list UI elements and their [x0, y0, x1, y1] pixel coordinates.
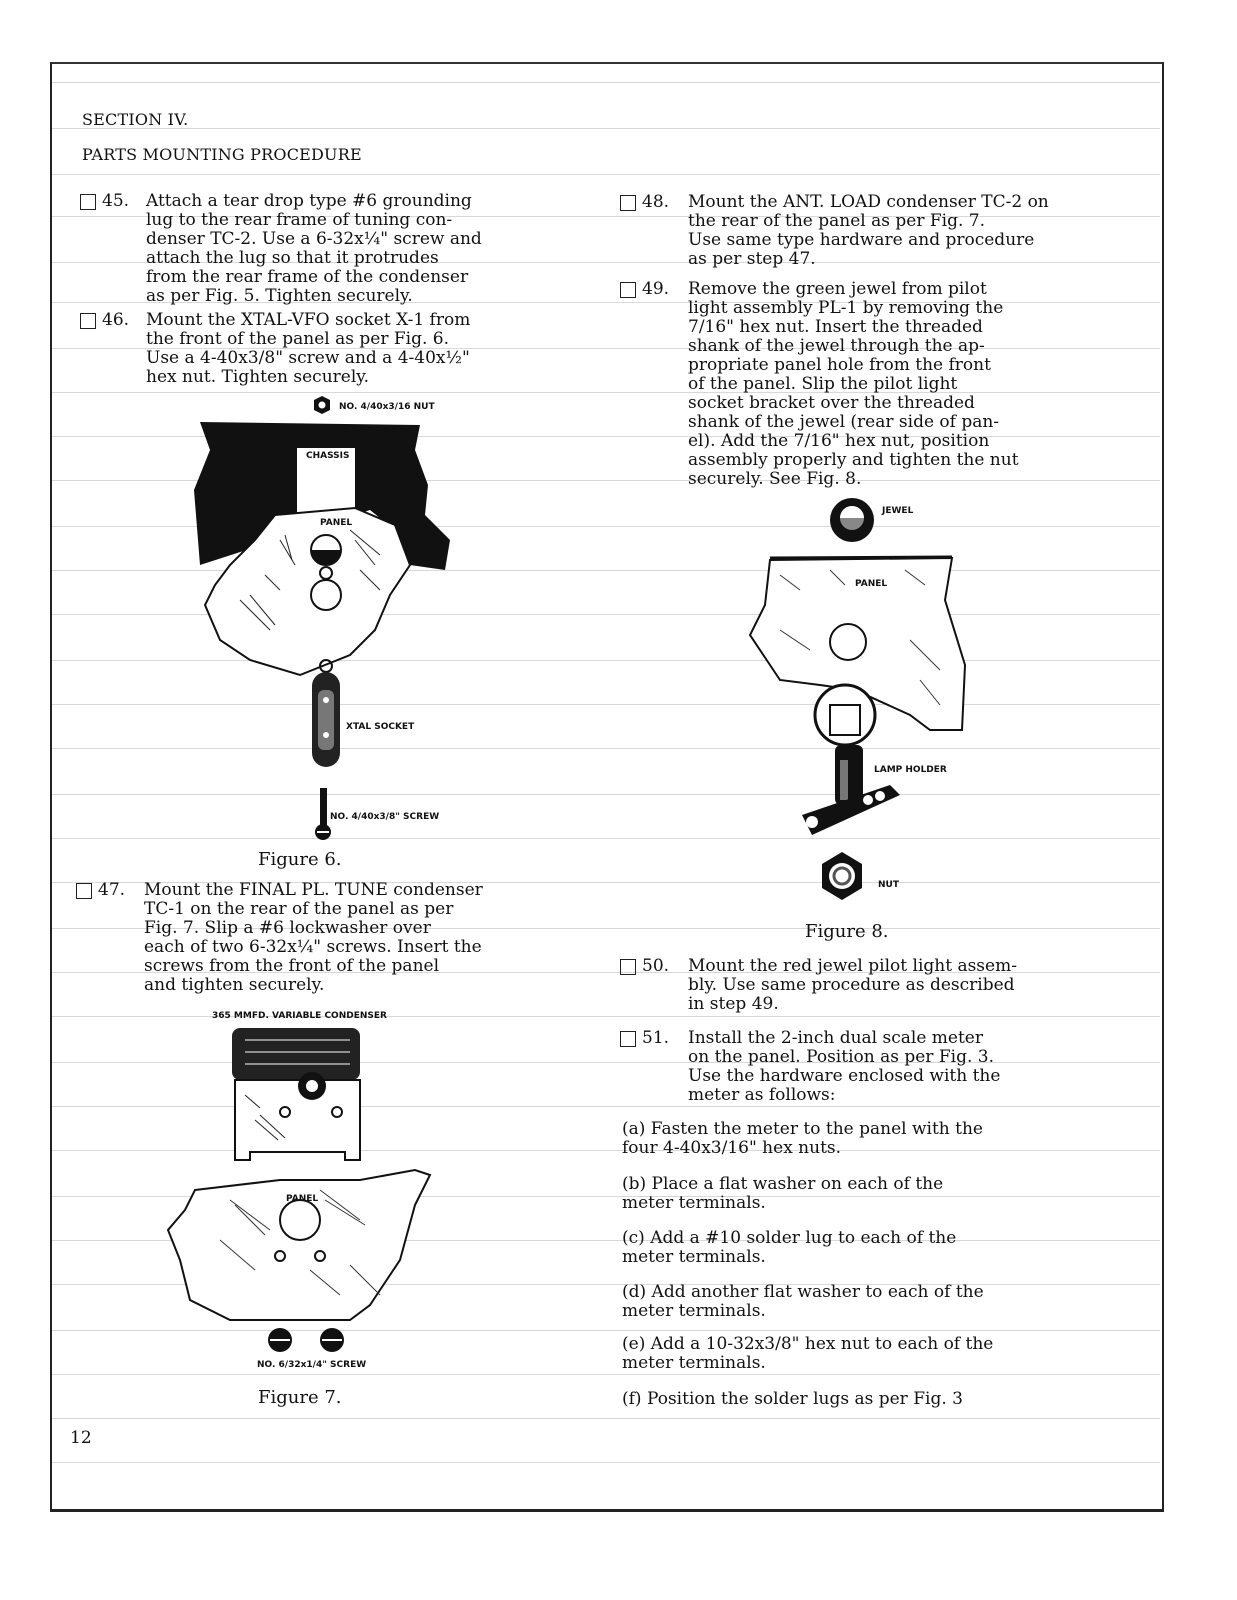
page-number: 12: [70, 1428, 92, 1448]
substep-d: (d) Add another flat washer to each of t…: [622, 1282, 984, 1321]
figure-6-caption: Figure 6.: [258, 849, 342, 870]
nut-label: NO. 4/40x3/16 NUT: [339, 402, 435, 412]
step-number: 50.: [642, 956, 670, 976]
step-51-checkbox[interactable]: [620, 1031, 636, 1047]
hex-nut-icon: [314, 396, 330, 414]
chassis-window: [297, 448, 355, 513]
step-48-checkbox[interactable]: [620, 195, 636, 211]
panel-shape: [203, 506, 412, 677]
jewel-icon: [830, 498, 874, 542]
panel-label: PANEL: [855, 579, 888, 589]
panel-shape: [166, 1168, 432, 1321]
socket-label: XTAL SOCKET: [346, 722, 415, 732]
step-number: 51.: [642, 1028, 670, 1048]
figure-8-illustration: [748, 498, 967, 900]
figure-7-caption: Figure 7.: [258, 1387, 342, 1408]
step-text: Mount the XTAL-VFO socket X-1 from the f…: [146, 310, 471, 387]
page-frame: [50, 62, 1164, 1512]
screw-label: NO. 4/40x3/8" SCREW: [330, 812, 440, 822]
screw-label: NO. 6/32x1/4" SCREW: [257, 1360, 367, 1370]
step-text: Mount the ANT. LOAD condenser TC-2 on th…: [688, 192, 1049, 269]
panel-label: PANEL: [320, 518, 353, 528]
step-number: 45.: [102, 191, 130, 211]
page-title: PARTS MOUNTING PROCEDURE: [82, 145, 362, 164]
substep-c: (c) Add a #10 solder lug to each of the …: [622, 1228, 957, 1267]
step-49-checkbox[interactable]: [620, 282, 636, 298]
panel-hole-half-filled: [310, 534, 342, 566]
step-text: Remove the green jewel from pilot light …: [688, 279, 1019, 489]
step-50-checkbox[interactable]: [620, 959, 636, 975]
figure-7-illustration: [166, 1028, 432, 1352]
figure-6-illustration: [194, 396, 450, 840]
step-text: Mount the FINAL PL. TUNE condenser TC-1 …: [144, 880, 483, 995]
screw-icon: [315, 788, 331, 840]
panel-label: PANEL: [286, 1194, 319, 1204]
step-47-checkbox[interactable]: [76, 883, 92, 899]
substep-e: (e) Add a 10-32x3/8" hex nut to each of …: [622, 1334, 994, 1373]
hex-nut-icon: [822, 852, 862, 900]
substep-a: (a) Fasten the meter to the panel with t…: [622, 1119, 983, 1158]
step-number: 46.: [102, 310, 130, 330]
jewel-label: JEWEL: [882, 506, 914, 516]
step-46-checkbox[interactable]: [80, 313, 96, 329]
lamp-holder-label: LAMP HOLDER: [874, 765, 947, 775]
step-text: Attach a tear drop type #6 grounding lug…: [146, 191, 482, 306]
xtal-socket-icon: [312, 659, 340, 767]
section-heading: SECTION IV.: [82, 110, 189, 129]
substep-b: (b) Place a flat washer on each of the m…: [622, 1174, 944, 1213]
step-number: 48.: [642, 192, 670, 212]
step-text: Install the 2-inch dual scale meter on t…: [688, 1028, 1001, 1105]
step-45-checkbox[interactable]: [80, 194, 96, 210]
step-number: 49.: [642, 279, 670, 299]
step-number: 47.: [98, 880, 126, 900]
lamp-holder-icon: [802, 683, 900, 835]
figure-8-caption: Figure 8.: [805, 921, 889, 942]
substep-f: (f) Position the solder lugs as per Fig.…: [622, 1389, 963, 1409]
condenser-label: 365 MMFD. VARIABLE CONDENSER: [212, 1011, 387, 1021]
screw-heads-icon: [268, 1328, 344, 1352]
nut-label: NUT: [878, 880, 899, 890]
step-text: Mount the red jewel pilot light assem- b…: [688, 956, 1017, 1014]
variable-condenser-icon: [232, 1028, 361, 1161]
chassis-label: CHASSIS: [306, 451, 350, 461]
